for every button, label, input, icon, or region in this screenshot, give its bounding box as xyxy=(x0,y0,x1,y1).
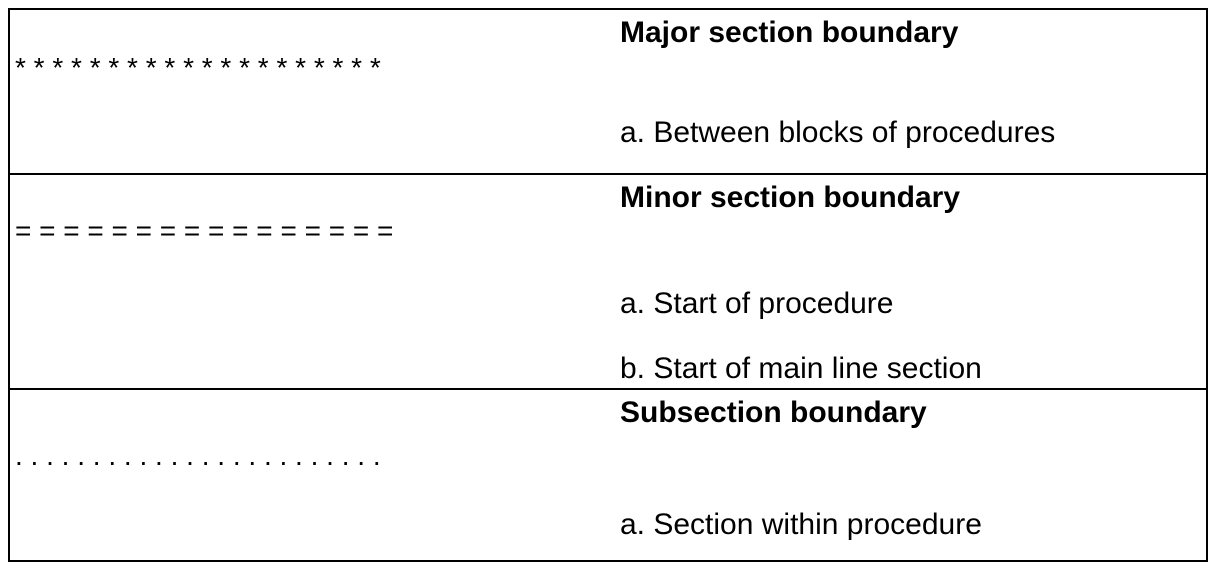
dot-separator-line: . . . . . . . . . . . . . . . . . . . . … xyxy=(15,440,381,471)
table-row-subsection: . . . . . . . . . . . . . . . . . . . . … xyxy=(10,388,1206,556)
description-cell-minor: Minor section boundary a. Start of proce… xyxy=(612,175,1206,388)
heading-major-section-boundary: Major section boundary xyxy=(620,16,959,49)
section-boundary-table: * * * * * * * * * * * * * * * * * * * * … xyxy=(8,8,1208,562)
symbol-cell-minor: = = = = = = = = = = = = = = = = xyxy=(10,175,612,388)
symbol-cell-major: * * * * * * * * * * * * * * * * * * * * xyxy=(10,10,612,173)
description-cell-subsection: Subsection boundary a. Section within pr… xyxy=(612,390,1206,556)
item-minor-a: a. Start of procedure xyxy=(620,287,894,320)
item-minor-b: b. Start of main line section xyxy=(620,352,982,385)
heading-subsection-boundary: Subsection boundary xyxy=(620,396,927,429)
description-cell-major: Major section boundary a. Between blocks… xyxy=(612,10,1206,173)
equals-separator-line: = = = = = = = = = = = = = = = = xyxy=(15,215,394,246)
heading-minor-section-boundary: Minor section boundary xyxy=(620,181,961,214)
item-major-a: a. Between blocks of procedures xyxy=(620,116,1056,149)
table-row-minor: = = = = = = = = = = = = = = = = Minor se… xyxy=(10,173,1206,388)
table-row-major: * * * * * * * * * * * * * * * * * * * * … xyxy=(10,10,1206,173)
symbol-cell-subsection: . . . . . . . . . . . . . . . . . . . . … xyxy=(10,390,612,556)
item-subsection-a: a. Section within procedure xyxy=(620,508,982,541)
asterisk-separator-line: * * * * * * * * * * * * * * * * * * * * xyxy=(15,52,381,83)
